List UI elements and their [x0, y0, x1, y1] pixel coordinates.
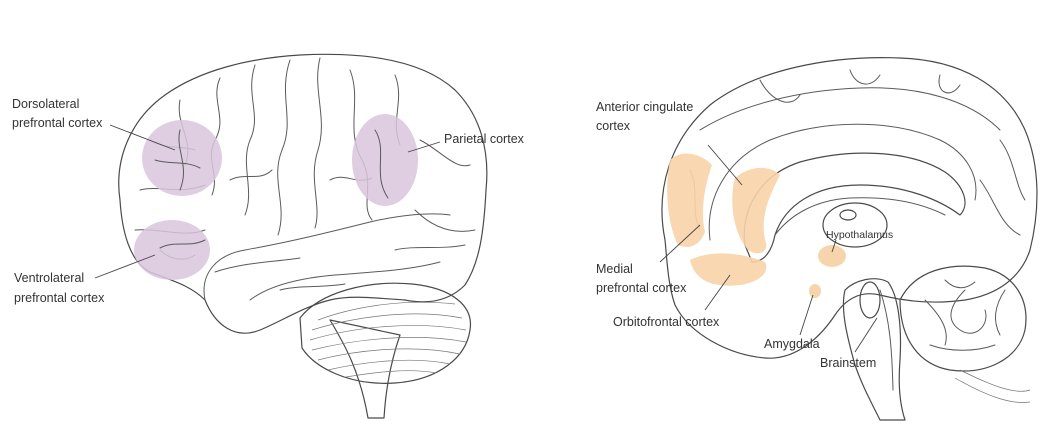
acc-region [732, 168, 780, 253]
lateral-brainstem [330, 320, 400, 418]
mpfc-label-line1: Medial [596, 262, 633, 276]
amygdala-leader [800, 295, 813, 335]
brainstem-leader [855, 318, 877, 352]
lateral-brain-view: Dorsolateral prefrontal cortex Ventrolat… [12, 54, 525, 418]
vlpfc-label-line1: Ventrolateral [14, 271, 84, 285]
brainstem-label: Brainstem [820, 356, 876, 370]
dlpfc-label-line2: prefrontal cortex [12, 116, 103, 130]
mpfc-region [667, 154, 712, 247]
acc-leader [708, 145, 742, 185]
dlpfc-label-line1: Dorsolateral [12, 97, 79, 111]
vlpfc-label-line2: prefrontal cortex [14, 291, 105, 305]
ofc-label: Orbitofrontal cortex [613, 315, 720, 329]
hypothalamus-label: Hypothalamus [826, 229, 893, 241]
corpus-callosum [744, 153, 965, 262]
amygdala-label: Amygdala [764, 337, 820, 351]
mpfc-label-line2: prefrontal cortex [596, 281, 687, 295]
acc-label-line2: cortex [596, 119, 631, 133]
medial-cerebrum-outline [662, 58, 1037, 359]
medial-brainstem [843, 279, 905, 420]
vlpfc-region [134, 220, 210, 280]
acc-label-line1: Anterior cingulate [596, 100, 693, 114]
parietal-label: Parietal cortex [444, 132, 525, 146]
ofc-region [690, 253, 766, 285]
medial-brain-view: Anterior cingulate cortex Medial prefron… [596, 58, 1037, 420]
hypothalamus-region [818, 245, 846, 267]
medial-cerebellum [900, 266, 1030, 402]
amygdala-region [809, 284, 821, 298]
